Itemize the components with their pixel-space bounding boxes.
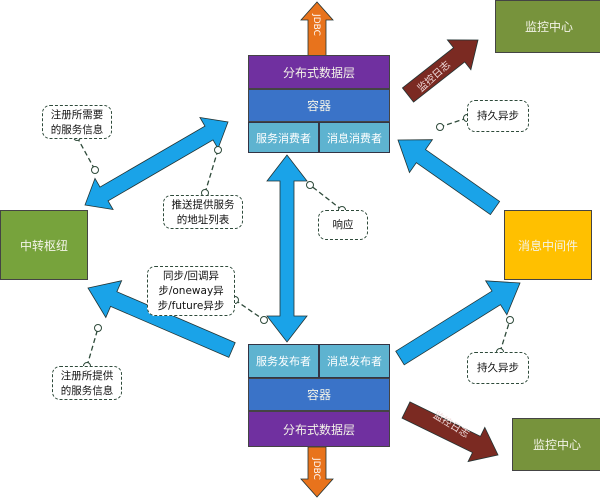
connector-response-dot	[306, 181, 314, 189]
jdbc-label-bottom: JDBC	[310, 458, 321, 480]
monitor-center-top: 监控中心	[495, 0, 600, 53]
connector-persist-bottom	[499, 319, 511, 353]
connector-response	[309, 184, 343, 211]
publisher-to-hub-arrow	[87, 280, 236, 358]
top-data-layer: 分布式数据层	[248, 55, 390, 89]
message-consumer: 消息消费者	[319, 122, 390, 153]
callout-persist-async-top: 持久异步	[467, 100, 529, 132]
hub-node: 中转枢纽	[0, 210, 88, 280]
service-publisher: 服务发布者	[248, 344, 319, 378]
jdbc-arrow-top	[300, 1, 334, 57]
connector-sync-async-dot	[260, 316, 268, 324]
message-publisher: 消息发布者	[319, 344, 390, 378]
connector-persist-top-dot	[436, 123, 444, 131]
bottom-container: 容器	[248, 378, 390, 411]
publisher-to-mq-arrow	[395, 280, 521, 366]
connector-persist-top	[439, 117, 468, 128]
connector-push-addresses-dot	[214, 146, 222, 154]
consumer-publisher-double-arrow	[266, 154, 308, 343]
connector-register-provided-dot	[94, 324, 102, 332]
jdbc-label-top: JDBC	[310, 14, 321, 36]
callout-persist-async-bottom: 持久异步	[467, 352, 529, 384]
bottom-data-layer: 分布式数据层	[248, 411, 390, 447]
connector-push-addresses	[204, 149, 219, 194]
connector-register-needed-dot	[91, 166, 99, 174]
callout-register-needed: 注册所需要的服务信息	[42, 105, 112, 139]
callout-response: 响应	[318, 210, 368, 240]
jdbc-arrow-bottom	[300, 446, 334, 498]
connector-register-needed	[76, 136, 96, 171]
callout-sync-async: 同步/回调异步/oneway异步/future异步	[147, 266, 235, 316]
connector-persist-bottom-dot	[506, 316, 514, 324]
mq-node: 消息中间件	[504, 210, 592, 280]
mq-to-consumer-arrow	[397, 139, 501, 216]
monitor-log-arrow-top	[401, 39, 479, 103]
monitor-log-arrow-bottom	[401, 401, 499, 463]
connector-sync-async	[234, 299, 265, 321]
callout-push-addresses: 推送提供服务的地址列表	[163, 195, 243, 229]
monitor-center-bottom: 监控中心	[512, 418, 600, 471]
top-container: 容器	[248, 89, 390, 122]
callout-register-provided: 注册所提供的服务信息	[52, 366, 122, 400]
hub-consumer-double-arrow	[84, 116, 229, 211]
connector-register-provided	[86, 327, 99, 367]
service-consumer: 服务消费者	[248, 122, 319, 153]
